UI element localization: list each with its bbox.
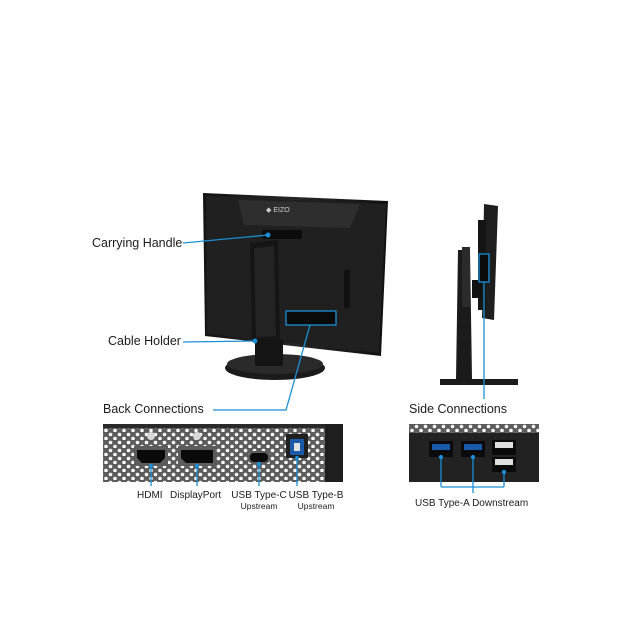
monitor-rear-view: ◆ EIZO bbox=[203, 193, 388, 380]
displayport-port bbox=[178, 432, 216, 466]
usb-c-port bbox=[248, 451, 270, 464]
callout-lines bbox=[148, 232, 507, 493]
side-connections-label: Side Connections bbox=[409, 402, 507, 416]
usb-c-label: USB Type-C Upstream bbox=[230, 490, 288, 512]
usb-a-port-2 bbox=[461, 441, 485, 457]
usb-a-port-1 bbox=[429, 441, 453, 457]
back-connections-panel bbox=[103, 424, 343, 482]
usb-c-label-line2: Upstream bbox=[240, 501, 278, 511]
back-connections-label: Back Connections bbox=[103, 402, 204, 416]
displayport-label: DisplayPort bbox=[170, 490, 222, 501]
usb-a-port-3 bbox=[492, 440, 516, 472]
usb-a-label: USB Type-A Downstream bbox=[415, 498, 529, 509]
side-connections-panel bbox=[409, 424, 539, 482]
usb-c-label-line1: USB Type-C bbox=[231, 490, 287, 501]
cable-holder-label: Cable Holder bbox=[108, 334, 181, 348]
hdmi-label: HDMI bbox=[137, 490, 163, 501]
usb-b-label-line1: USB Type-B bbox=[288, 490, 344, 501]
brand-logo: ◆ EIZO bbox=[266, 207, 290, 214]
usb-b-label: USB Type-B Upstream bbox=[287, 490, 345, 512]
carrying-handle-label: Carrying Handle bbox=[92, 236, 183, 250]
hdmi-port bbox=[134, 432, 168, 466]
usb-b-label-line2: Upstream bbox=[297, 501, 335, 511]
monitor-side-view bbox=[440, 204, 518, 385]
usb-b-port bbox=[286, 434, 308, 458]
